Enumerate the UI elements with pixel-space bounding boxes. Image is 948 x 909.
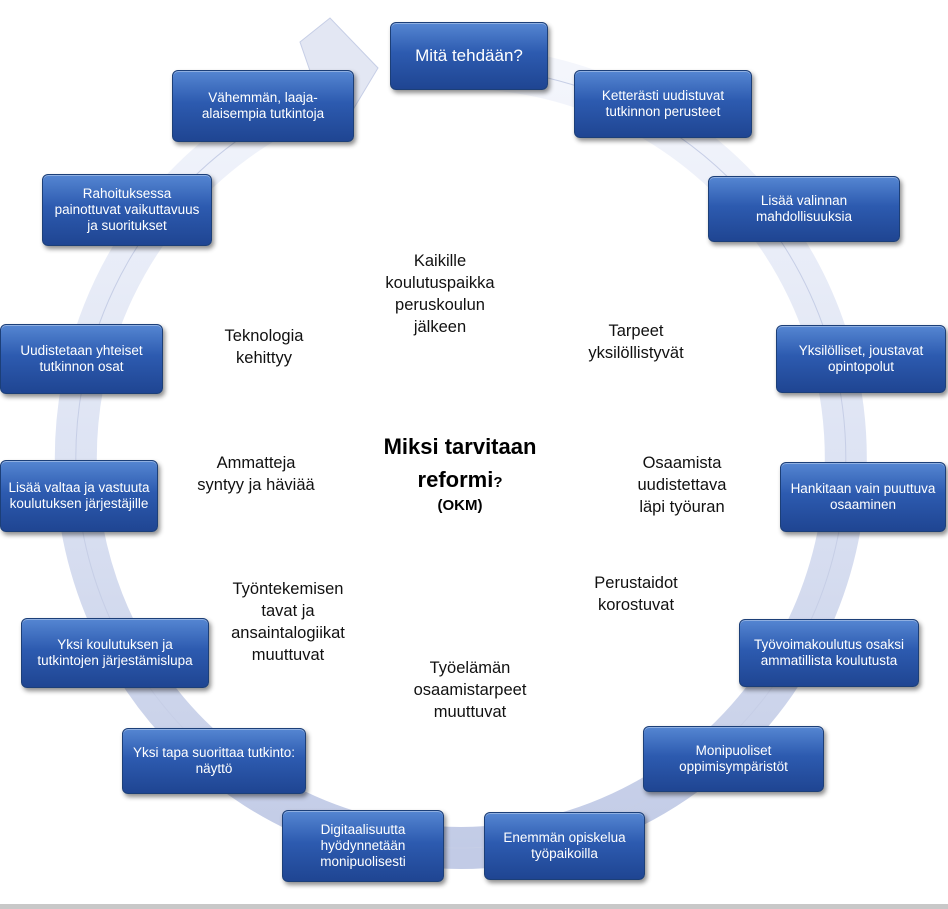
center-question-mark: ? [493,474,503,491]
reason-tarpeet: Tarpeet yksilöllistyvät [588,322,684,362]
reason-perustaidot: Perustaidot korostuvat [594,574,678,614]
center-title: Miksi tarvitaan reformi [383,434,537,492]
box-hankitaan-puuttuva: Hankitaan vain puuttuva osaaminen [780,462,946,532]
box-rahoituksessa: Rahoituksessa painottuvat vaikuttavuus j… [42,174,212,246]
center-title-block: Miksi tarvitaan reformi? (OKM) [380,430,540,516]
box-digitaalisuutta: Digitaalisuutta hyödynnetään monipuolise… [282,810,444,882]
box-yksi-jarjestamislupa: Yksi koulutuksen ja tutkintojen järjestä… [21,618,209,688]
box-ketterasti-uudistuvat: Ketterästi uudistuvat tutkinnon perustee… [574,70,752,138]
reason-tyoelaman: Työelämän osaamistarpeet muuttuvat [413,659,527,721]
box-lisaa-valinnan: Lisää valinnan mahdollisuuksia [708,176,900,242]
box-mita-tehdaan: Mitä tehdään? [390,22,548,90]
box-vahemman-tutkintoja: Vähemmän, laaja-alaisempia tutkintoja [172,70,354,142]
box-monipuoliset-oppimisymparistot: Monipuoliset oppimisympäristöt [643,726,824,792]
box-tyovoimakoulutus: Työvoimakoulutus osaksi ammatillista kou… [739,619,919,687]
box-yksi-tapa-suorittaa: Yksi tapa suorittaa tutkinto: näyttö [122,728,306,794]
center-source: (OKM) [437,497,483,514]
reason-tyontekemisen: Työntekemisen tavat ja ansaintalogiikat … [231,580,345,664]
box-enemman-opiskelua: Enemmän opiskelua työpaikoilla [484,812,645,880]
box-lisaa-valtaa: Lisää valtaa ja vastuuta koulutuksen jär… [0,460,158,532]
reason-osaamista: Osaamista uudistettava läpi työuran [637,454,727,516]
bottom-divider [0,904,948,909]
reason-koulutuspaikka: Kaikille koulutuspaikka peruskoulun jälk… [385,252,495,336]
reason-teknologia: Teknologia kehittyy [224,327,304,367]
box-yksilolliset-opintopolut: Yksilölliset, joustavat opintopolut [776,325,946,393]
box-uudistetaan-yhteiset: Uudistetaan yhteiset tutkinnon osat [0,324,163,394]
reason-ammatteja: Ammatteja syntyy ja häviää [197,454,315,494]
